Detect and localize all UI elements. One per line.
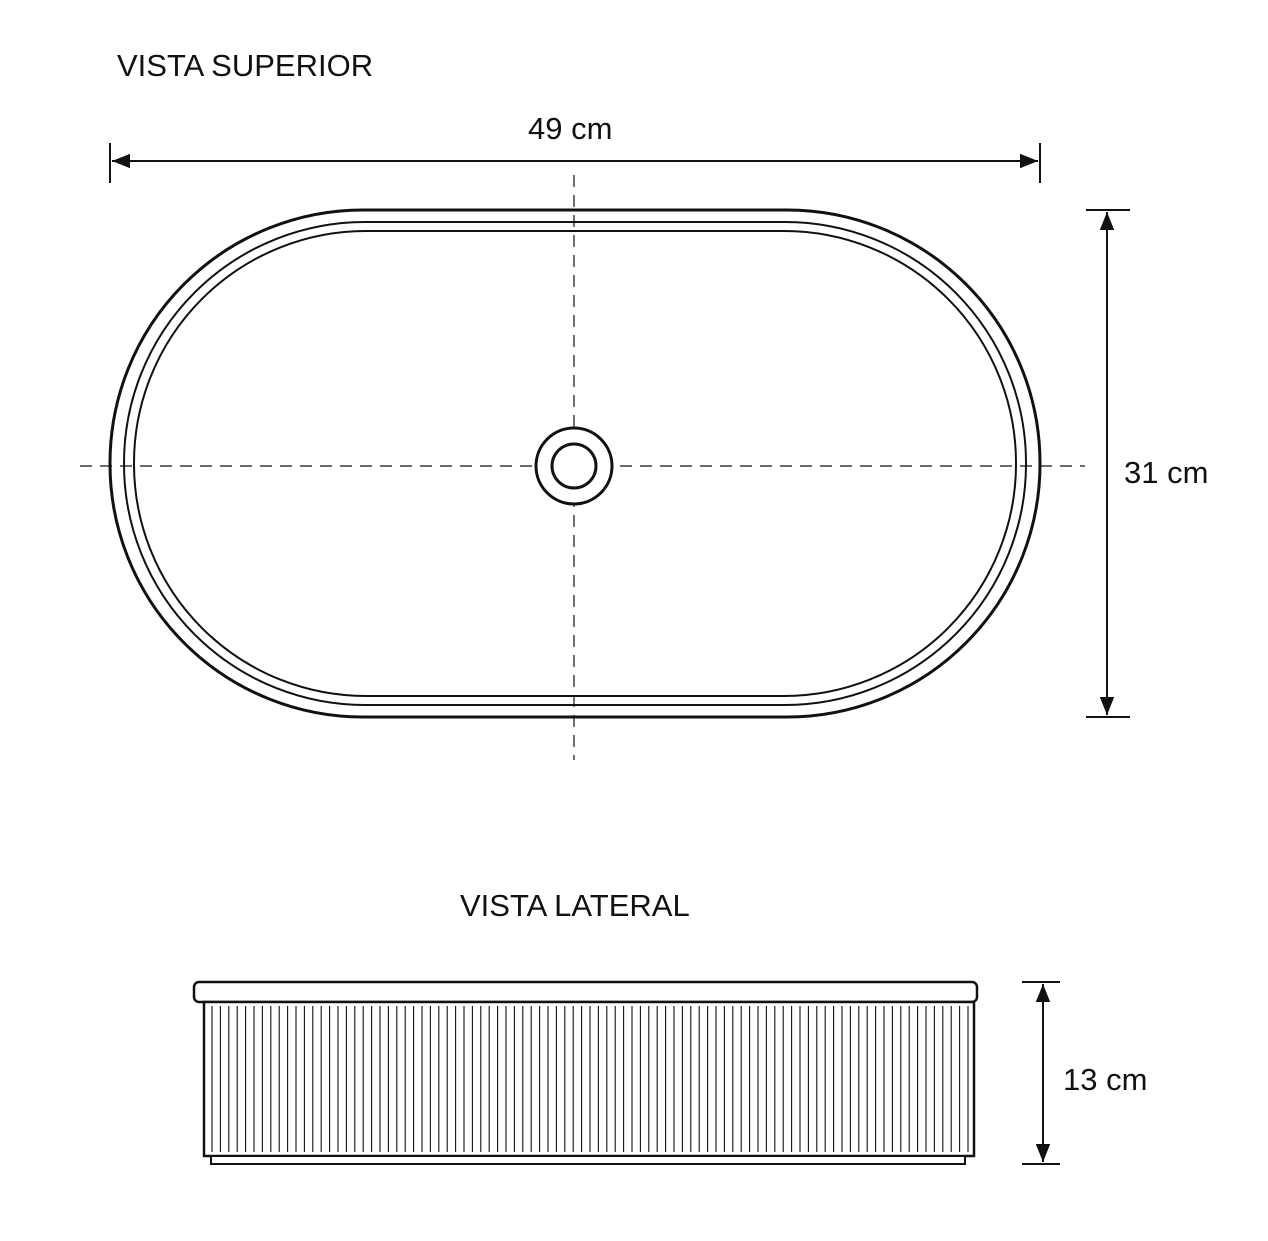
basin-side-base [210,1155,966,1165]
top-view-title: VISTA SUPERIOR [117,48,374,83]
height-label: 13 cm [1063,1062,1148,1097]
side-view [192,980,1060,1165]
depth-dimension [1086,209,1130,718]
height-dimension [1022,981,1060,1165]
width-dimension [109,143,1041,183]
basin-rim-inner-2 [133,230,1017,697]
basin-rim-inner-1 [123,221,1027,706]
depth-label: 31 cm [1124,455,1209,490]
basin-side-flutes [211,1006,969,1152]
basin-outer-rim [108,208,1042,719]
side-view-title: VISTA LATERAL [460,888,690,923]
top-view [80,143,1130,760]
drain-inner-ring [550,442,598,490]
basin-side-body [202,1000,976,1158]
width-label: 49 cm [528,111,613,146]
basin-side-lip [192,980,979,1004]
